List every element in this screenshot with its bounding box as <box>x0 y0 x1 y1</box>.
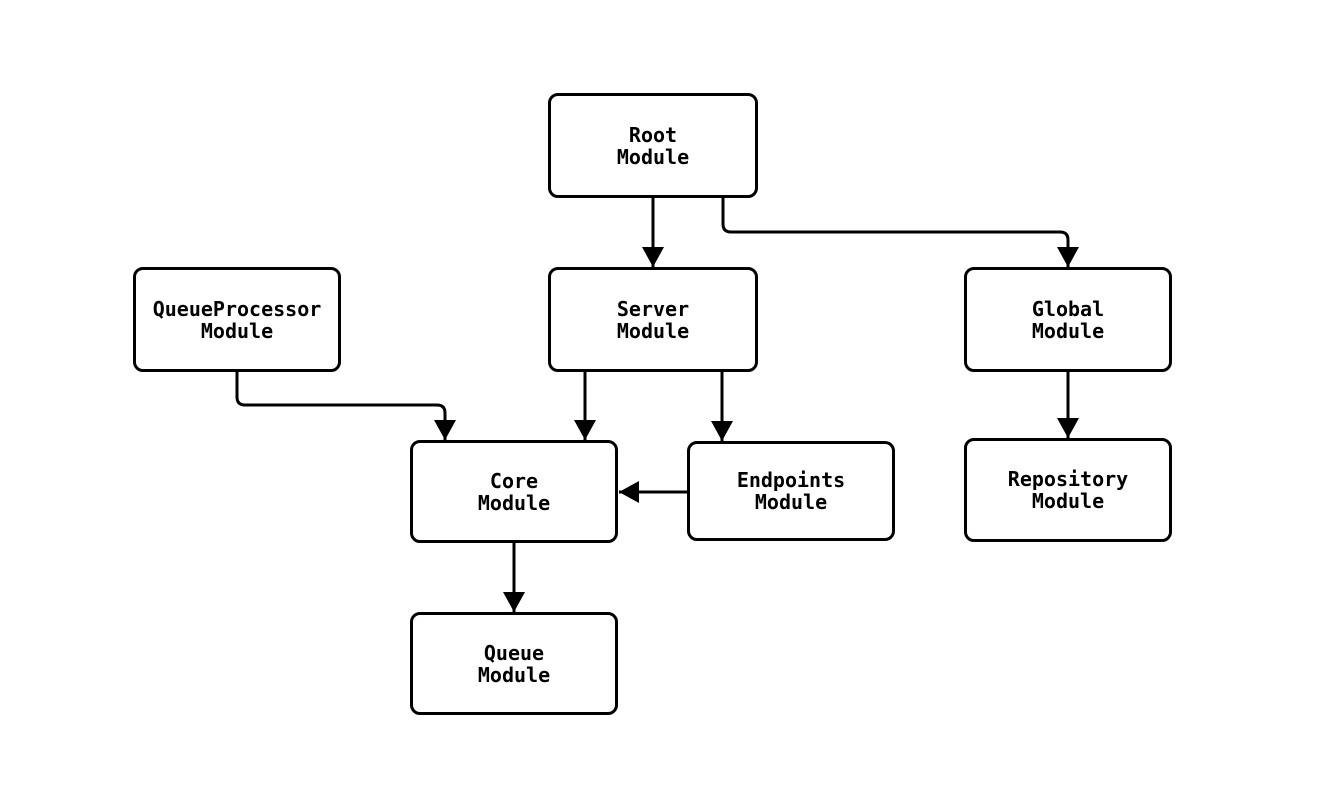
node-label-line: QueueProcessor <box>152 296 322 321</box>
node-label-line: Module <box>1031 489 1105 513</box>
node-label-line: Module <box>616 144 690 169</box>
arrowhead-server-to-endpoints <box>711 421 733 441</box>
arrowhead-queueprocessor-to-core <box>434 420 456 440</box>
node-label-line: Module <box>616 318 690 343</box>
node-label-line: Endpoints <box>736 468 846 492</box>
node-label-line: Module <box>200 318 274 343</box>
node-label-line: Module <box>477 490 551 515</box>
node-label-line: Server <box>616 296 690 321</box>
arrowhead-root-to-global <box>1057 247 1079 267</box>
arrowhead-global-to-repository <box>1057 418 1079 438</box>
node-label-line: Module <box>477 662 551 687</box>
node-label-line: Module <box>754 490 828 514</box>
node-label-line: Repository <box>1007 467 1129 491</box>
node-label-line: Global <box>1031 296 1105 321</box>
node-label-line: Root <box>628 122 678 147</box>
arrowhead-core-to-queue <box>503 592 525 612</box>
arrowhead-endpoints-to-core <box>619 481 639 503</box>
node-label-line: Core <box>489 468 539 493</box>
edge-queueprocessor-to-core <box>235 372 447 440</box>
node-label-line: Queue <box>483 640 545 665</box>
edge-root-to-global <box>721 198 1070 267</box>
node-label-line: Module <box>1031 318 1105 343</box>
arrowhead-server-to-core <box>574 420 596 440</box>
arrowhead-root-to-server <box>642 247 664 267</box>
